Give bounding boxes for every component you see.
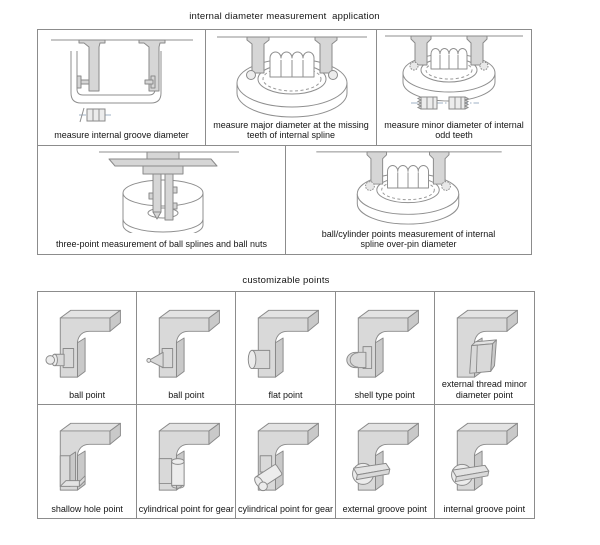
applications-table: measure internal groove diameter measure…	[37, 29, 532, 255]
cell-label: internal groove point	[443, 503, 526, 514]
spline-major-diameter-illustration	[216, 36, 367, 118]
ball-spline-three-point-illustration	[98, 151, 239, 233]
customizable-points-grid: ball point ball point flat point shell t…	[37, 291, 535, 519]
odd-teeth-minor-diameter-illustration	[385, 35, 523, 110]
cell-shell-type-point: shell type point	[335, 292, 435, 405]
ball-point-illustration	[45, 309, 121, 378]
cell-label: ball point	[168, 389, 205, 400]
applications-section-title: internal diameter measurement applicatio…	[189, 11, 380, 22]
panel-spline-major-diameter: measure major diameter at the missing te…	[206, 30, 377, 145]
panel-label: measure minor diameter of internal odd t…	[384, 119, 524, 141]
cell-shallow-hole-point: shallow hole point	[38, 405, 138, 518]
panel-internal-groove: measure internal groove diameter	[38, 30, 206, 145]
panel-label: ball/cylinder points measurement of inte…	[321, 228, 496, 250]
cell-label: shell type point	[354, 389, 415, 400]
cell-cylindrical-point-for-gear-1: cylindrical point for gear	[137, 405, 237, 518]
cell-label: external groove point	[342, 503, 427, 514]
over-pin-diameter-illustration	[316, 151, 502, 225]
cell-label: external thread minor diameter point	[441, 379, 527, 400]
shell-type-point-illustration	[346, 309, 419, 378]
external-groove-point-illustration	[351, 422, 419, 491]
panel-label: measure internal groove diameter	[54, 130, 189, 141]
flat-point-illustration	[248, 309, 320, 378]
external-thread-minor-diameter-point-illustration	[457, 309, 519, 378]
shallow-hole-point-illustration	[59, 422, 121, 491]
cell-flat-point: flat point	[236, 292, 336, 405]
cell-ball-point-2: ball point	[137, 292, 237, 405]
cell-cylindrical-point-for-gear-2: cylindrical point for gear	[236, 405, 336, 518]
cell-ball-point-1: ball point	[38, 292, 138, 405]
panel-odd-teeth-minor-diameter: measure minor diameter of internal odd t…	[377, 30, 531, 145]
cell-internal-groove-point: internal groove point	[435, 405, 534, 518]
cell-label: cylindrical point for gear	[138, 503, 234, 514]
cell-external-groove-point: external groove point	[336, 405, 435, 518]
applications-row-1: measure internal groove diameter measure…	[38, 30, 531, 146]
cell-label: flat point	[268, 389, 303, 400]
cell-label: shallow hole point	[51, 503, 123, 514]
cylindrical-point-for-gear-illustration	[254, 422, 320, 492]
cell-label: cylindrical point for gear	[237, 503, 334, 514]
applications-row-2: three-point measurement of ball splines …	[38, 146, 531, 254]
ball-point-illustration	[146, 309, 221, 378]
panel-label: three-point measurement of ball splines …	[55, 239, 268, 250]
panel-label: measure major diameter at the missing te…	[213, 119, 369, 141]
panel-ball-spline-three-point: three-point measurement of ball splines …	[38, 146, 286, 254]
cell-label: ball point	[69, 389, 106, 400]
cell-external-thread-minor-diameter-point: external thread minor diameter point	[434, 292, 534, 405]
points-section-title: customizable points	[242, 275, 330, 286]
cylindrical-point-for-gear-illustration	[159, 422, 221, 491]
internal-groove-measurement-illustration	[50, 39, 193, 123]
internal-groove-point-illustration	[451, 422, 519, 491]
panel-over-pin-diameter: ball/cylinder points measurement of inte…	[286, 146, 531, 254]
